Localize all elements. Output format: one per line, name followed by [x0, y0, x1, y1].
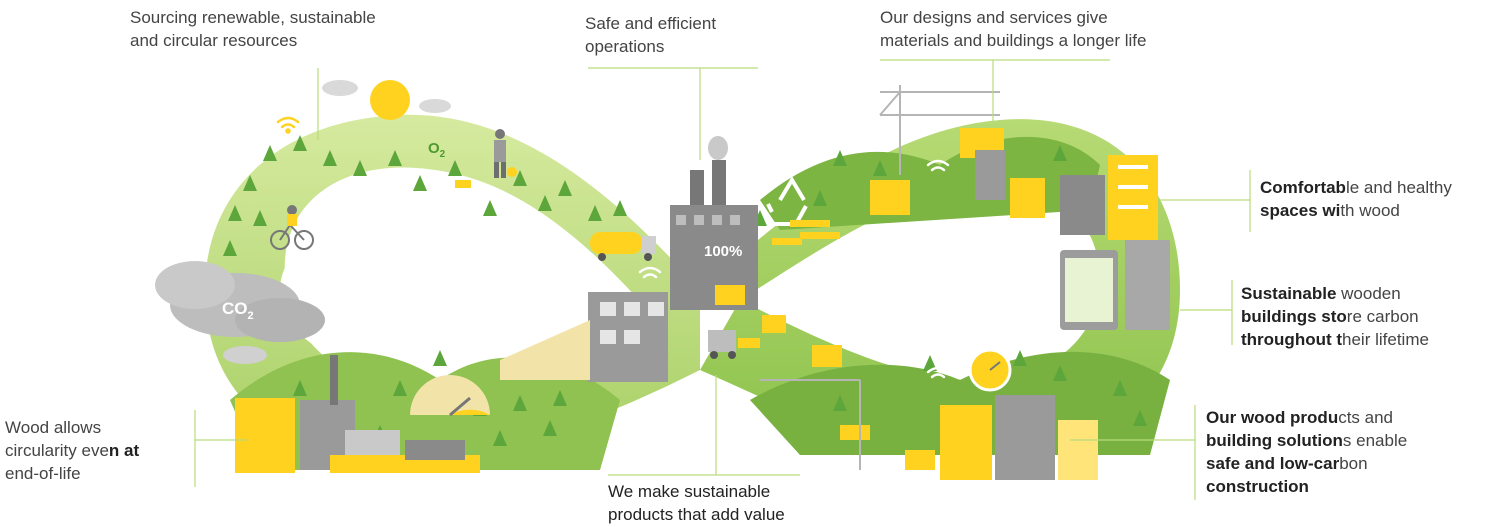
wood-planks	[715, 220, 842, 367]
wifi-icon-right	[926, 159, 950, 379]
label-circularity-b2: n at	[108, 441, 140, 460]
o2-text: O	[428, 140, 440, 157]
label-storage-r1: wooden	[1336, 284, 1401, 303]
leader-lines	[194, 59, 1251, 500]
wifi-icon	[276, 116, 300, 134]
label-circularity: Wood allows circularity even at end-of-l…	[5, 416, 139, 485]
label-sourcing-line1: Sourcing renewable, sustainable	[130, 8, 376, 27]
label-circularity-line3: end-of-life	[5, 464, 81, 483]
cyclist-icon	[270, 205, 314, 250]
truck-icon	[590, 232, 656, 261]
label-storage: Sustainable wooden buildings store carbo…	[1241, 282, 1429, 351]
factory-percent-label: 100%	[704, 243, 742, 260]
small-cloud-bottom	[223, 346, 267, 364]
co2-label: CO2	[222, 299, 254, 322]
bottom-right-buildings	[760, 379, 1098, 480]
label-designs-line1: Our designs and services give	[880, 8, 1108, 27]
label-storage-r3: heir lifetime	[1342, 330, 1429, 349]
label-storage-b1: Sustainable	[1241, 284, 1337, 303]
label-operations-line1: Safe and efficient	[585, 14, 717, 33]
label-storage-b2: buildings sto	[1241, 307, 1347, 326]
label-products-b2: building solution	[1206, 431, 1343, 450]
o2-label: O2	[428, 140, 446, 160]
leader-circularity	[194, 410, 248, 487]
label-comfortable-r2: th wood	[1340, 201, 1400, 220]
label-products-b4: construction	[1206, 477, 1309, 496]
label-value-line1: We make sustainable	[608, 482, 771, 501]
label-products: Our wood products and building solutions…	[1206, 406, 1407, 498]
label-storage-b3: throughout t	[1241, 330, 1343, 349]
crane-icon	[879, 85, 1000, 175]
label-comfortable-b1: Comfortab	[1260, 178, 1346, 197]
label-storage-r2: re carbon	[1346, 307, 1419, 326]
o2-subscript: 2	[440, 149, 446, 160]
co2-subscript: 2	[248, 310, 254, 322]
right-city	[870, 128, 1170, 330]
co2-text: CO	[222, 299, 248, 318]
label-circularity-r2a: circularity eve	[5, 441, 109, 460]
left-inner-hole	[280, 205, 560, 375]
label-products-r1: cts and	[1338, 408, 1394, 427]
stopwatch-icon	[968, 343, 1012, 392]
leader-operations	[588, 67, 758, 160]
label-circularity-line1: Wood allows	[5, 418, 102, 437]
right-inner-hole	[860, 190, 1090, 380]
sun-icon	[370, 80, 410, 120]
cloud-icon	[322, 80, 451, 113]
label-comfortable-b2: spaces wi	[1260, 201, 1341, 220]
forklift-icon	[708, 330, 760, 359]
label-comfortable: Comfortable and healthy spaces with wood	[1260, 176, 1452, 222]
bottom-left-industrial	[235, 355, 480, 473]
label-products-b3: safe and low-car	[1206, 454, 1340, 473]
label-value-line2: products that add value	[608, 505, 785, 524]
leader-products	[1070, 405, 1196, 500]
leader-storage	[1180, 280, 1233, 345]
label-designs: Our designs and services give materials …	[880, 6, 1147, 52]
gauge-icon	[410, 375, 490, 417]
walker-icon	[455, 129, 517, 188]
label-products-b1: Our wood produ	[1206, 408, 1339, 427]
central-factory: 100%	[500, 160, 758, 382]
label-sourcing: Sourcing renewable, sustainable and circ…	[130, 6, 376, 52]
label-value: We make sustainable products that add va…	[608, 480, 785, 526]
label-operations: Safe and efficient operations	[585, 12, 716, 58]
leader-value	[608, 375, 800, 476]
label-sourcing-line2: and circular resources	[130, 31, 298, 50]
co2-cloud: CO2	[155, 261, 325, 342]
label-designs-line2: materials and buildings a longer life	[880, 31, 1147, 50]
wifi-icon-factory	[638, 266, 662, 279]
smoke-cloud	[708, 136, 728, 160]
label-products-r3: bon	[1339, 454, 1368, 473]
label-comfortable-r1: le and healthy	[1345, 178, 1452, 197]
leader-comfortable	[1160, 170, 1251, 232]
label-operations-line2: operations	[585, 37, 665, 56]
leader-designs	[880, 59, 1110, 125]
label-products-r2: s enable	[1342, 431, 1408, 450]
